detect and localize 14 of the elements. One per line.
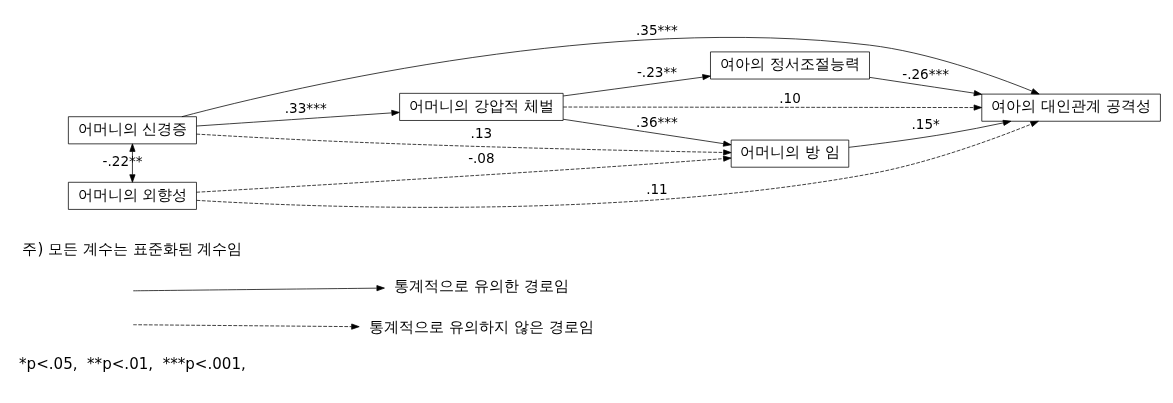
label: 주) 모든 계수는 표준화된 계수임	[22, 239, 243, 258]
edge-label: .35***	[636, 21, 678, 38]
legend-label: 통계적으로 유의하지 않은 경로임	[369, 317, 594, 336]
edge-label: -.26***	[902, 65, 950, 82]
edge-label: .36***	[636, 113, 678, 130]
edge-label: -.23**	[636, 64, 677, 81]
edge-label: -.08	[468, 149, 495, 166]
legend-label: 통계적으로 유의한 경로임	[394, 276, 569, 295]
edge-label: .13	[470, 125, 493, 142]
label: *p<.05, **p<.01, ***p<.001,	[19, 355, 246, 374]
edge-label: .15*	[911, 116, 940, 133]
edge-label: .10	[779, 90, 801, 107]
edge-label: .11	[646, 180, 668, 197]
edge-label: .33***	[284, 100, 327, 117]
